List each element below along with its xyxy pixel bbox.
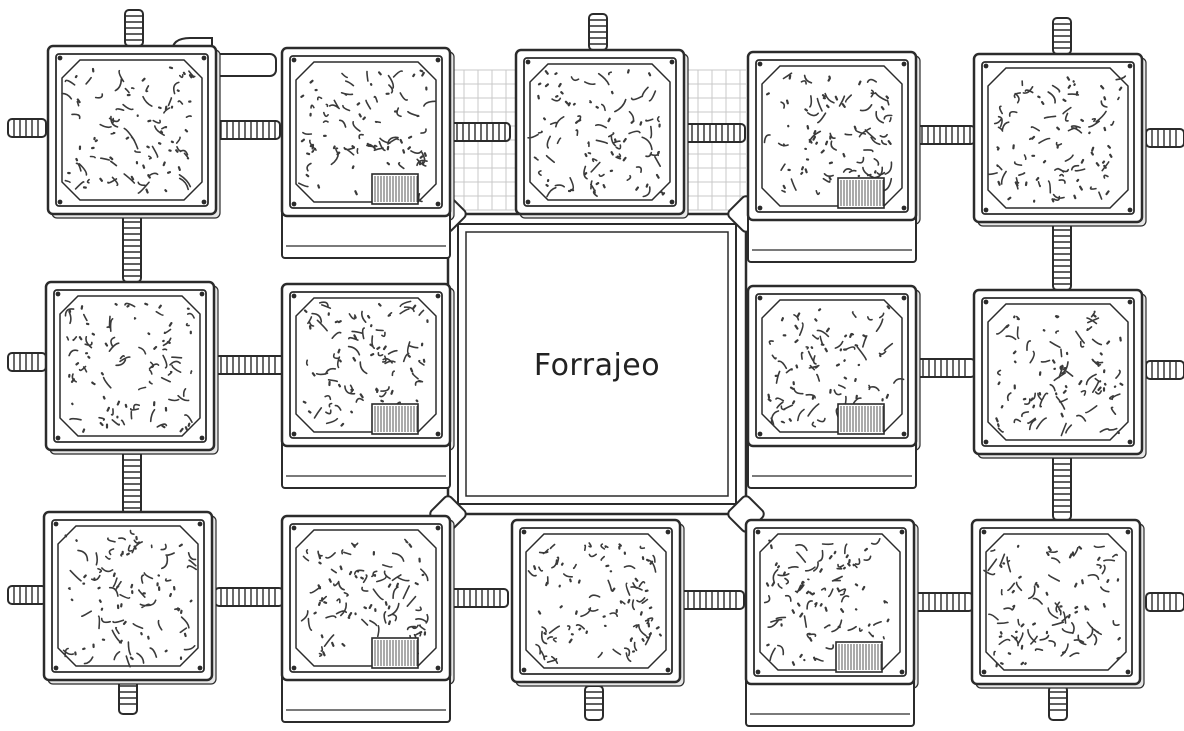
- nest-chamber: [974, 290, 1146, 458]
- screw: [902, 296, 907, 301]
- nest-chamber: [516, 50, 688, 218]
- tube-stub: [8, 119, 46, 137]
- screw: [1128, 300, 1133, 305]
- screw: [522, 668, 527, 673]
- tube-connector: [123, 210, 141, 282]
- screw: [202, 200, 207, 205]
- tube-connector: [445, 123, 510, 141]
- screw: [984, 64, 989, 69]
- nest-chamber: [44, 512, 216, 684]
- screw: [666, 668, 671, 673]
- screw: [526, 60, 531, 65]
- nest-chamber: [748, 286, 920, 488]
- screw: [758, 206, 763, 211]
- screw: [758, 432, 763, 437]
- screw: [436, 294, 441, 299]
- screw: [56, 292, 61, 297]
- screw: [670, 60, 675, 65]
- screw: [900, 670, 905, 675]
- tube-connector: [215, 356, 285, 374]
- screw: [292, 432, 297, 437]
- screw: [902, 62, 907, 67]
- screw: [900, 530, 905, 535]
- screw: [982, 530, 987, 535]
- tube-stub: [585, 686, 603, 720]
- screw: [436, 666, 441, 671]
- tube-connector: [676, 591, 744, 609]
- screw: [984, 208, 989, 213]
- screw: [198, 522, 203, 527]
- screw: [1128, 64, 1133, 69]
- nest-chamber: [972, 520, 1144, 688]
- screw: [526, 200, 531, 205]
- tube-stub: [1049, 686, 1067, 720]
- screw: [292, 202, 297, 207]
- screw: [1126, 670, 1131, 675]
- tube-stub: [125, 10, 143, 46]
- nest-chamber: [46, 282, 218, 454]
- nest-chamber: [512, 520, 684, 686]
- screw: [982, 670, 987, 675]
- chamber-panel: [530, 64, 670, 200]
- screw: [292, 526, 297, 531]
- screw: [202, 56, 207, 61]
- screw: [292, 666, 297, 671]
- tube-stub: [119, 680, 137, 714]
- screw: [902, 206, 907, 211]
- screw: [200, 436, 205, 441]
- screw: [1128, 208, 1133, 213]
- nest-chamber: [746, 520, 918, 726]
- screw: [758, 62, 763, 67]
- foraging-area-label: Forrajeo: [466, 335, 728, 395]
- tube-connector: [215, 588, 283, 606]
- screw: [436, 526, 441, 531]
- tube-connector: [1053, 452, 1071, 520]
- screw: [200, 292, 205, 297]
- tube-stub: [1053, 18, 1071, 54]
- tube-stub: [1146, 593, 1184, 611]
- screw: [292, 58, 297, 63]
- tube-stub: [589, 14, 607, 50]
- screw: [758, 296, 763, 301]
- screw: [984, 440, 989, 445]
- screw: [1126, 530, 1131, 535]
- nest-chamber: [282, 284, 454, 488]
- nest-chamber: [748, 52, 920, 262]
- chamber-panel: [986, 534, 1126, 670]
- nest-chamber: [282, 516, 454, 722]
- screw: [54, 666, 59, 671]
- nest-chamber: [48, 46, 220, 218]
- screw: [1128, 440, 1133, 445]
- screw: [902, 432, 907, 437]
- tube-stub: [8, 586, 46, 604]
- screw: [58, 200, 63, 205]
- tube-stub: [1146, 361, 1184, 379]
- screw: [984, 300, 989, 305]
- screw: [522, 530, 527, 535]
- chamber-panel: [60, 296, 200, 436]
- tube-connector: [1053, 218, 1071, 290]
- screw: [436, 202, 441, 207]
- tube-stub: [1146, 129, 1184, 147]
- tube-stub: [8, 353, 46, 371]
- screw: [436, 432, 441, 437]
- tube-connector: [680, 124, 745, 142]
- screw: [436, 58, 441, 63]
- screw: [198, 666, 203, 671]
- screw: [670, 200, 675, 205]
- nest-chamber: [282, 48, 454, 258]
- screw: [58, 56, 63, 61]
- screw: [54, 522, 59, 527]
- screw: [56, 436, 61, 441]
- screw: [666, 530, 671, 535]
- screw: [756, 670, 761, 675]
- screw: [292, 294, 297, 299]
- screw: [756, 530, 761, 535]
- nest-chamber: [974, 54, 1146, 226]
- tube-connector: [215, 121, 280, 139]
